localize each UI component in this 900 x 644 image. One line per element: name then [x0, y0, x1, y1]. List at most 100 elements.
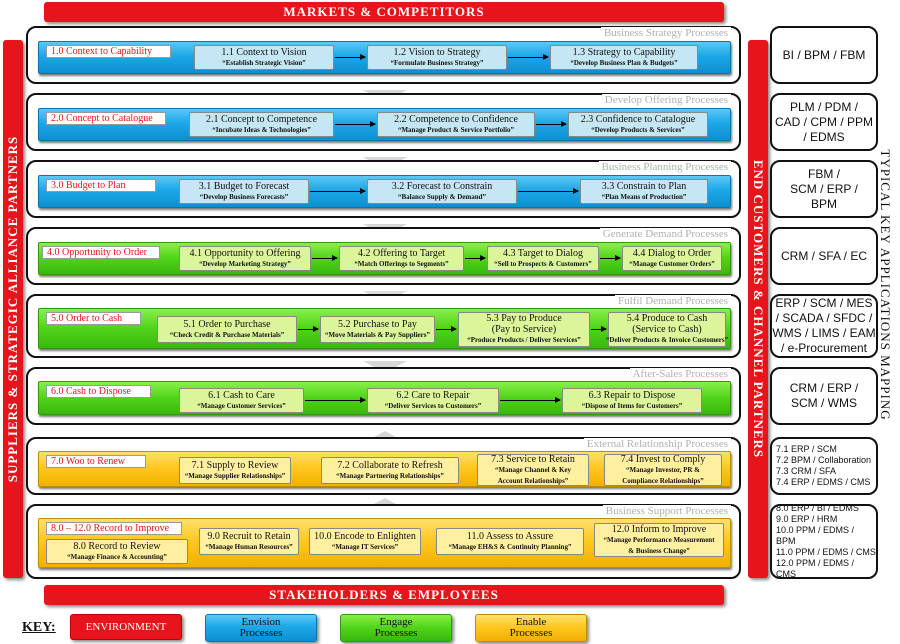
process-label: 5.0 Order to Cash	[46, 312, 141, 325]
step-title: 11.0 Assess to Assure	[466, 530, 554, 542]
step-4-2: 4.2 Offering to Target“Match Offerings t…	[339, 246, 464, 271]
step-5-1: 5.1 Order to Purchase“Check Credit & Pur…	[157, 316, 297, 343]
key-environment: ENVIRONMENT	[70, 614, 182, 640]
step-subtitle: “Develop Marketing Strategy”	[199, 259, 291, 268]
step-7-2: 7.2 Collaborate to Refresh“Manage Partne…	[321, 457, 459, 484]
flow-arrow	[536, 121, 567, 127]
step-7-1: 7.1 Supply to Review“Manage Supplier Rel…	[179, 457, 291, 484]
step-subtitle: “Establish Strategic Vision”	[222, 58, 306, 67]
step-title: 2.1 Concept to Competence	[205, 113, 318, 125]
process-band: 2.0 Concept to Catalogue 2.1 Concept to …	[38, 108, 731, 141]
step-title: 2.2 Competence to Confidence	[394, 113, 518, 125]
step-4-4: 4.4 Dialog to Order“Manage Customer Orde…	[622, 246, 722, 271]
section-business-support: Business Support Processes 8.0 – 12.0 Re…	[26, 504, 741, 579]
step-subtitle: “Manage Finance & Accounting”	[67, 552, 167, 561]
step-5-3: 5.3 Pay to Produce (Pay to Service)“Prod…	[458, 312, 590, 347]
step-subtitle: “Manage Channel & Key Account Relationsh…	[494, 465, 572, 485]
apps-fulfil-demand: ERP / SCM / MES / SCADA / SFDC / WMS / L…	[770, 294, 878, 358]
suppliers-partners-text: SUPPLIERS & STRATEGIC ALLIANCE PARTNERS	[5, 135, 20, 483]
process-label: 7.0 Woo to Renew	[46, 455, 146, 468]
step-subtitle: “Formulate Business Strategy”	[390, 58, 484, 67]
step-subtitle: “Manage Investor, PR & Compliance Relati…	[622, 465, 704, 485]
flow-arrow	[335, 121, 376, 127]
section-title: Develop Offering Processes	[601, 94, 731, 106]
step-subtitle: “Manage Supplier Relationships”	[184, 471, 286, 480]
flow-arrow	[465, 255, 486, 261]
step-subtitle: “Sell to Prospects & Customers”	[494, 259, 592, 268]
apps-business-strategy: BI / BPM / FBM	[770, 26, 878, 84]
flow-arrow	[500, 397, 561, 403]
step-1-2: 1.2 Vision to Strategy“Formulate Busines…	[367, 45, 507, 70]
stakeholders-employees-text: STAKEHOLDERS & EMPLOYEES	[269, 587, 499, 602]
step-6-3: 6.3 Repair to Dispose“Dispose of Items f…	[562, 388, 702, 413]
process-band: 7.0 Woo to Renew 7.1 Supply to Review“Ma…	[38, 451, 731, 487]
step-subtitle: “Check Credit & Purchase Materials”	[169, 330, 285, 339]
process-band: 3.0 Budget to Plan 3.1 Budget to Forecas…	[38, 175, 731, 208]
step-title: 7.4 Invest to Comply	[620, 453, 706, 465]
step-title: 4.4 Dialog to Order	[632, 247, 712, 259]
step-title: 1.3 Strategy to Capability	[572, 46, 676, 58]
step-title: 3.1 Budget to Forecast	[198, 180, 290, 192]
key-engage: Engage Processes	[340, 614, 452, 642]
flow-arrow	[436, 326, 457, 332]
end-customers-bar: END CUSTOMERS & CHANNEL PARTNERS	[748, 40, 768, 578]
step-5-4: 5.4 Produce to Cash (Service to Cash)“De…	[605, 312, 729, 347]
step-1-1: 1.1 Context to Vision“Establish Strategi…	[194, 45, 334, 70]
step-subtitle: “Develop Business Forecasts”	[199, 192, 289, 201]
apps-after-sales: CRM / ERP / SCM / WMS	[770, 367, 878, 425]
section-title: After-Sales Processes	[629, 368, 731, 380]
step-7-4: 7.4 Invest to Comply“Manage Investor, PR…	[604, 454, 722, 486]
section-business-strategy: Business Strategy Processes 1.0 Context …	[26, 26, 741, 84]
step-3-2: 3.2 Forecast to Constrain“Balance Supply…	[367, 179, 517, 204]
flow-arrow	[305, 397, 366, 403]
step-subtitle: “Manage Human Resources”	[205, 542, 293, 551]
flow-arrow	[312, 255, 338, 261]
step-6-2: 6.2 Care to Repair“Deliver Services to C…	[367, 388, 499, 413]
section-external-relationship: External Relationship Processes 7.0 Woo …	[26, 437, 741, 495]
section-title: Fulfil Demand Processes	[615, 295, 731, 307]
section-title: Business Strategy Processes	[600, 27, 731, 39]
markets-competitors-text: MARKETS & COMPETITORS	[283, 4, 485, 19]
section-title: External Relationship Processes	[583, 438, 731, 450]
flow-arrow	[508, 54, 549, 60]
step-title: 6.1 Cash to Care	[208, 389, 275, 401]
step-subtitle: “Manage Customer Services”	[197, 401, 286, 410]
step-title: 1.2 Vision to Strategy	[393, 46, 481, 58]
step-12-0: 12.0 Inform to Improve“Manage Performanc…	[594, 523, 724, 557]
apps-business-support: 8.0 ERP / BI / EDMS 9.0 ERP / HRM 10.0 P…	[770, 503, 878, 579]
apps-develop-offering: PLM / PDM / CAD / CPM / PPM / EDMS	[770, 93, 878, 151]
key-envision: Envision Processes	[205, 614, 317, 642]
step-11-0: 11.0 Assess to Assure“Manage EH&S & Cont…	[436, 528, 584, 555]
step-2-2: 2.2 Competence to Confidence“Manage Prod…	[377, 112, 535, 137]
process-label: 6.0 Cash to Dispose	[46, 385, 151, 398]
process-band: 5.0 Order to Cash 5.1 Order to Purchase“…	[38, 308, 731, 349]
step-subtitle: “Incubate Ideas & Technologies”	[212, 125, 311, 134]
step-subtitle: “Manage Product & Service Portfolio”	[397, 125, 515, 134]
step-subtitle: “Dispose of Items for Customers”	[581, 401, 683, 410]
step-title: 3.3 Constrain to Plan	[601, 180, 687, 192]
step-subtitle: “Move Materials & Pay Suppliers”	[325, 330, 430, 339]
step-subtitle: “Plan Means of Production”	[601, 192, 687, 201]
step-subtitle: “Manage EH&S & Continuity Planning”	[448, 542, 572, 551]
step-2-1: 2.1 Concept to Competence“Incubate Ideas…	[189, 112, 334, 137]
section-after-sales: After-Sales Processes 6.0 Cash to Dispos…	[26, 367, 741, 425]
flow-arrow	[600, 255, 621, 261]
step-title: 8.0 Record to Review	[73, 540, 161, 552]
apps-external-relationship: 7.1 ERP / SCM 7.2 BPM / Collaboration 7.…	[770, 437, 878, 495]
step-subtitle: “Develop Business Plan & Budgets”	[570, 58, 678, 67]
section-title: Business Support Processes	[602, 505, 731, 517]
key-enable: Enable Processes	[475, 614, 587, 642]
step-subtitle: “Deliver Services to Customers”	[384, 401, 482, 410]
step-subtitle: “Match Offerings to Segments”	[354, 259, 449, 268]
step-8-0: 8.0 Record to Review“Manage Finance & Ac…	[46, 539, 188, 564]
step-4-3: 4.3 Target to Dialog“Sell to Prospects &…	[487, 246, 599, 271]
flow-arrow	[591, 326, 607, 332]
process-band: 4.0 Opportunity to Order 4.1 Opportunity…	[38, 242, 731, 275]
process-label: 2.0 Concept to Catalogue	[46, 112, 166, 125]
step-title: 7.3 Service to Retain	[491, 453, 575, 465]
step-10-0: 10.0 Encode to Enlighten“Manage IT Servi…	[309, 528, 421, 555]
process-band: 1.0 Context to Capability 1.1 Context to…	[38, 41, 731, 74]
end-customers-text: END CUSTOMERS & CHANNEL PARTNERS	[751, 159, 766, 459]
step-title: 5.3 Pay to Produce (Pay to Service)	[486, 313, 562, 335]
step-subtitle: “Deliver Products & Invoice Customers”	[605, 336, 729, 344]
